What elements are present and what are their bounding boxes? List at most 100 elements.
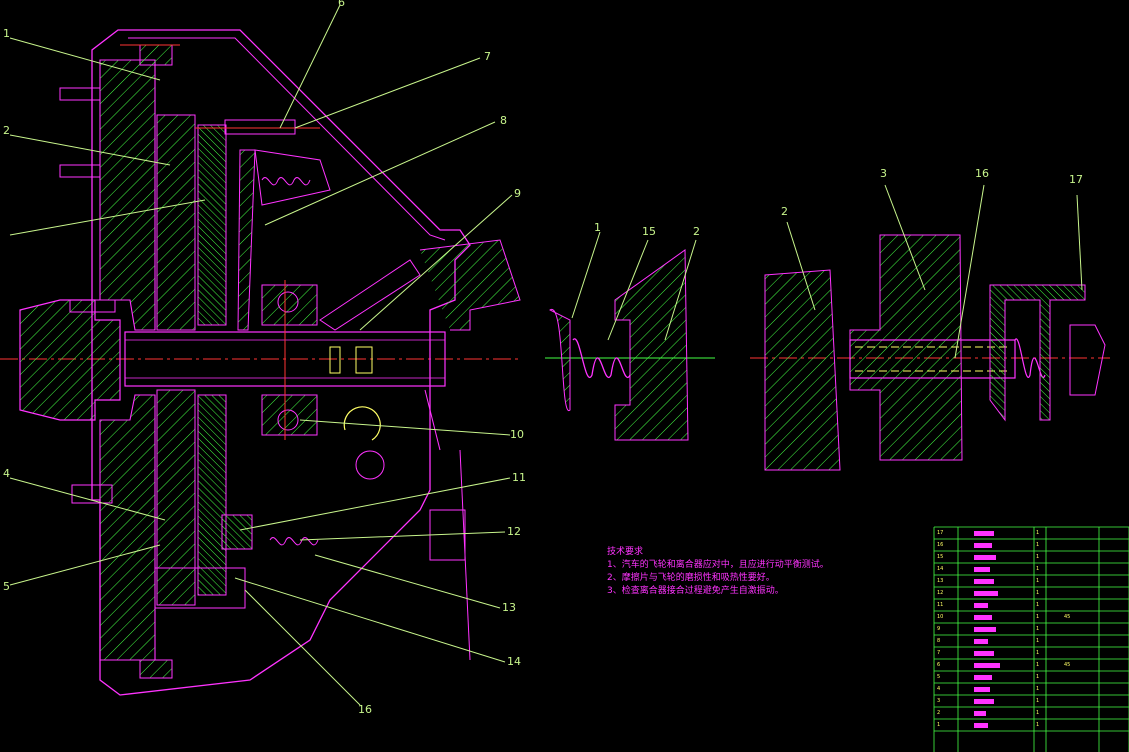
parts-row-number: 7 [937,650,941,656]
parts-row-name-block [974,579,994,584]
callout-detail-b-2: 2 [781,205,788,218]
parts-row-note [1064,635,1094,647]
parts-row-name-block [974,663,1000,668]
parts-row-qty: 1 [1036,614,1040,620]
callout-detail-a-1: 1 [594,221,601,234]
parts-row-name-block [974,699,994,704]
flywheel-upper [99,59,156,331]
parts-row-number: 9 [937,626,941,632]
parts-row-name-block [974,555,996,560]
parts-row-note [1064,683,1094,695]
friction-plate-lower [156,389,196,606]
diaphragm-spring [237,149,256,331]
parts-row-number: 3 [937,698,941,704]
callout-detail-b-3: 3 [880,167,887,180]
parts-row-qty: 1 [1036,674,1040,680]
callout-main-16: 16 [358,703,372,716]
parts-row-number: 12 [937,590,944,596]
parts-row-name-block [974,531,994,536]
parts-row-name-block [974,627,996,632]
parts-row-note [1064,671,1094,683]
parts-row-note [1064,539,1094,551]
callout-main-4: 4 [3,467,10,480]
parts-row-qty: 1 [1036,698,1040,704]
parts-row-name-block [974,711,986,716]
parts-row-number: 14 [937,566,944,572]
detail-b-bracket [989,284,1086,422]
detail-a-spring [572,338,631,379]
parts-row-number: 8 [937,638,941,644]
flywheel-lower [99,394,156,661]
release-rod [424,389,441,451]
parts-row-qty: 1 [1036,602,1040,608]
parts-row-number: 2 [937,710,941,716]
callout-main-2: 2 [3,124,10,137]
clutch-housing-inner [128,37,446,241]
release-lever [254,149,331,206]
parts-row-note [1064,527,1094,539]
parts-row-qty: 1 [1036,566,1040,572]
parts-row-name-block [974,651,994,656]
tech-req-item-3: 3、检查离合器接合过程避免产生自激振动。 [607,586,784,596]
callout-main-1: 1 [3,27,10,40]
parts-row-name-block [974,639,988,644]
parts-table-row: 14 1 [934,563,1129,575]
flywheel-bolt-2 [59,164,101,178]
shaft-spline-mark-2 [355,346,373,374]
parts-row-qty: 1 [1036,638,1040,644]
callout-main-11: 11 [512,471,526,484]
detail-b-left-block [764,269,841,471]
flywheel-bolt-1 [59,87,101,101]
detail-a-left-plate [549,309,571,411]
main-assembly-section [0,29,521,696]
parts-row-qty: 1 [1036,554,1040,560]
detail-b-bolt-section [750,184,1110,471]
callout-main-10: 10 [510,428,524,441]
parts-row-qty: 1 [1036,686,1040,692]
flywheel-bolt-3 [69,299,116,313]
parts-row-qty: 1 [1036,722,1040,728]
callout-main-12: 12 [507,525,521,538]
parts-row-note: 45 [1064,662,1071,668]
bearing-ball-lower [277,409,299,431]
parts-row-note [1064,587,1094,599]
parts-row-note [1064,551,1094,563]
callout-main-7: 7 [484,50,491,63]
parts-table-grid [933,526,1129,752]
callout-main-9: 9 [514,187,521,200]
parts-row-qty: 1 [1036,650,1040,656]
parts-row-name-block [974,591,998,596]
friction-plate-upper [156,114,196,331]
parts-row-qty: 1 [1036,626,1040,632]
tech-req-item-1: 1、汽车的飞轮和离合器应对中，且应进行动平衡测试。 [607,560,829,570]
flywheel-bolt-4 [71,484,113,504]
detail-a-right-plate [614,249,689,441]
detail-b-bolt [849,339,1016,379]
bolt-6 [224,119,296,135]
release-bearing-upper [261,284,318,326]
parts-row-qty: 1 [1036,530,1040,536]
parts-row-number: 6 [937,662,941,668]
flywheel-hub [19,299,121,421]
pressure-spring-lower [269,537,319,546]
pressure-plate-upper [197,124,227,326]
parts-row-note [1064,647,1094,659]
housing-plate [459,449,471,661]
parts-row-name-block [974,603,988,608]
callout-detail-a-2: 2 [693,225,700,238]
callout-main-13: 13 [502,601,516,614]
spring-seat [221,514,253,550]
parts-row-note [1064,623,1094,635]
main-leaders [9,4,513,706]
